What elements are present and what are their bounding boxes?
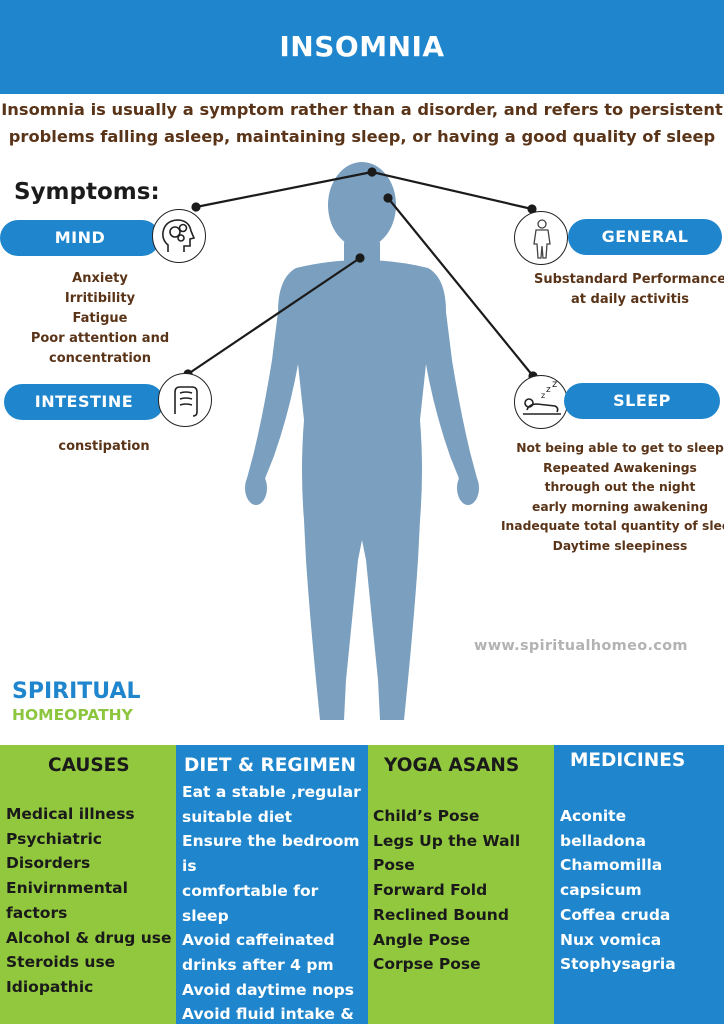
sleep-symptom-list: Not being able to get to sleep Repeated … xyxy=(500,439,724,556)
list-item: Ensure the bedroom xyxy=(182,832,360,851)
connector-lines xyxy=(183,167,538,381)
yoga-asans-list: Child’s Pose Legs Up the Wall Pose Forwa… xyxy=(373,804,520,977)
list-item: Legs Up the Wall xyxy=(373,831,521,850)
list-item: Substandard Performance xyxy=(533,272,724,287)
list-item: at daily activitis xyxy=(571,292,689,307)
medicines-title: MEDICINES xyxy=(570,750,686,771)
list-item: Psychiatric xyxy=(6,829,102,848)
svg-text:z: z xyxy=(546,385,551,395)
list-item: Irritibility xyxy=(64,291,136,306)
list-item: Poor attention and xyxy=(30,331,170,346)
list-item: Child’s Pose xyxy=(373,807,480,825)
medicines-list: Aconite belladona Chamomilla capsicum Co… xyxy=(560,804,676,977)
list-item: Fatigue xyxy=(72,311,128,326)
list-item: Steroids use xyxy=(6,953,116,972)
list-item: Avoid daytime nops xyxy=(182,980,354,999)
list-item: through out the night xyxy=(544,480,696,494)
intro-text: Insomnia is usually a symptom rather tha… xyxy=(0,96,724,150)
brand-name-line-1: SPIRITUAL xyxy=(12,679,141,704)
intro-line-1: Insomnia is usually a symptom rather tha… xyxy=(1,100,723,119)
list-item: Anxiety xyxy=(72,271,128,286)
sleeping-person-icon: z z z xyxy=(514,375,568,429)
list-item: Avoid fluid intake & xyxy=(182,1005,354,1024)
intestine-symptom-list: constipation xyxy=(34,437,174,457)
page-title: INSOMNIA xyxy=(279,30,445,63)
causes-list: Medical illness Psychiatric Disorders En… xyxy=(6,802,172,1000)
mind-label-pill: MIND xyxy=(0,220,160,256)
svg-text:z: z xyxy=(541,391,545,400)
list-item: Aconite xyxy=(560,807,627,825)
list-item: Corpse Pose xyxy=(373,955,481,974)
brand-name-line-2: HOMEOPATHY xyxy=(12,706,133,724)
diet-regimen-list: Eat a stable ,regular suitable diet Ensu… xyxy=(182,780,361,1024)
list-item: Chamomilla xyxy=(560,856,663,875)
yoga-asans-column: YOGA ASANS Child’s Pose Legs Up the Wall… xyxy=(368,745,554,1024)
list-item: Angle Pose xyxy=(373,930,471,949)
list-item: Nux vomica xyxy=(560,930,662,949)
title-banner xyxy=(0,0,724,94)
diet-regimen-column: DIET & REGIMEN Eat a stable ,regular sui… xyxy=(176,745,368,1024)
list-item: Repeated Awakenings xyxy=(543,460,697,475)
list-item: sleep xyxy=(182,906,229,925)
list-item: Medical illness xyxy=(6,805,135,823)
list-item: early morning awakening xyxy=(531,499,709,514)
list-item: suitable diet xyxy=(182,807,293,826)
body-silhouette xyxy=(245,162,479,720)
list-item: drinks after 4 pm xyxy=(182,955,334,974)
list-item: Alcohol & drug use xyxy=(6,928,172,947)
list-item: factors xyxy=(6,903,68,922)
list-item: Stophysagria xyxy=(560,955,676,974)
diet-regimen-title: DIET & REGIMEN xyxy=(184,755,356,776)
general-symptom-list: Substandard Performance at daily activit… xyxy=(520,270,724,310)
list-item: Enivirnmental xyxy=(6,879,128,898)
website-url: www.spiritualhomeo.com xyxy=(474,638,688,654)
list-item: Eat a stable ,regular xyxy=(182,783,361,801)
general-label-pill: GENERAL xyxy=(568,219,722,255)
list-item: Inadequate total quantity of sleep xyxy=(500,519,724,533)
svg-text:z: z xyxy=(552,379,557,390)
intestine-label-pill: INTESTINE xyxy=(4,384,164,420)
human-body-icon xyxy=(514,211,568,265)
list-item: Avoid caffeinated xyxy=(182,931,335,950)
list-item: constipation xyxy=(58,439,150,454)
intro-line-2: problems falling asleep, maintaining sle… xyxy=(8,127,716,146)
list-item: comfortable for xyxy=(182,881,319,900)
sleep-label-pill: SLEEP xyxy=(564,383,720,419)
list-item: Reclined Bound xyxy=(373,905,509,924)
list-item: is xyxy=(182,857,197,876)
causes-title: CAUSES xyxy=(48,755,130,776)
intestine-icon xyxy=(158,373,212,427)
causes-column: CAUSES Medical illness Psychiatric Disor… xyxy=(0,745,176,1024)
list-item: Pose xyxy=(373,856,415,875)
list-item: Not being able to get to sleep xyxy=(516,441,724,455)
medicines-column: MEDICINES Aconite belladona Chamomilla c… xyxy=(554,745,724,1024)
list-item: concentration xyxy=(49,351,151,366)
list-item: Forward Fold xyxy=(373,881,488,900)
list-item: Daytime sleepiness xyxy=(552,538,688,553)
list-item: Coffea cruda xyxy=(560,905,671,924)
symptoms-heading: Symptoms: xyxy=(14,179,160,205)
head-gears-icon xyxy=(152,209,206,263)
list-item: capsicum xyxy=(560,881,642,900)
yoga-asans-title: YOGA ASANS xyxy=(384,755,520,776)
list-item: Disorders xyxy=(6,854,91,873)
list-item: Idiopathic xyxy=(6,977,94,996)
mind-symptom-list: Anxiety Irritibility Fatigue Poor attent… xyxy=(10,269,190,369)
list-item: belladona xyxy=(560,831,646,850)
